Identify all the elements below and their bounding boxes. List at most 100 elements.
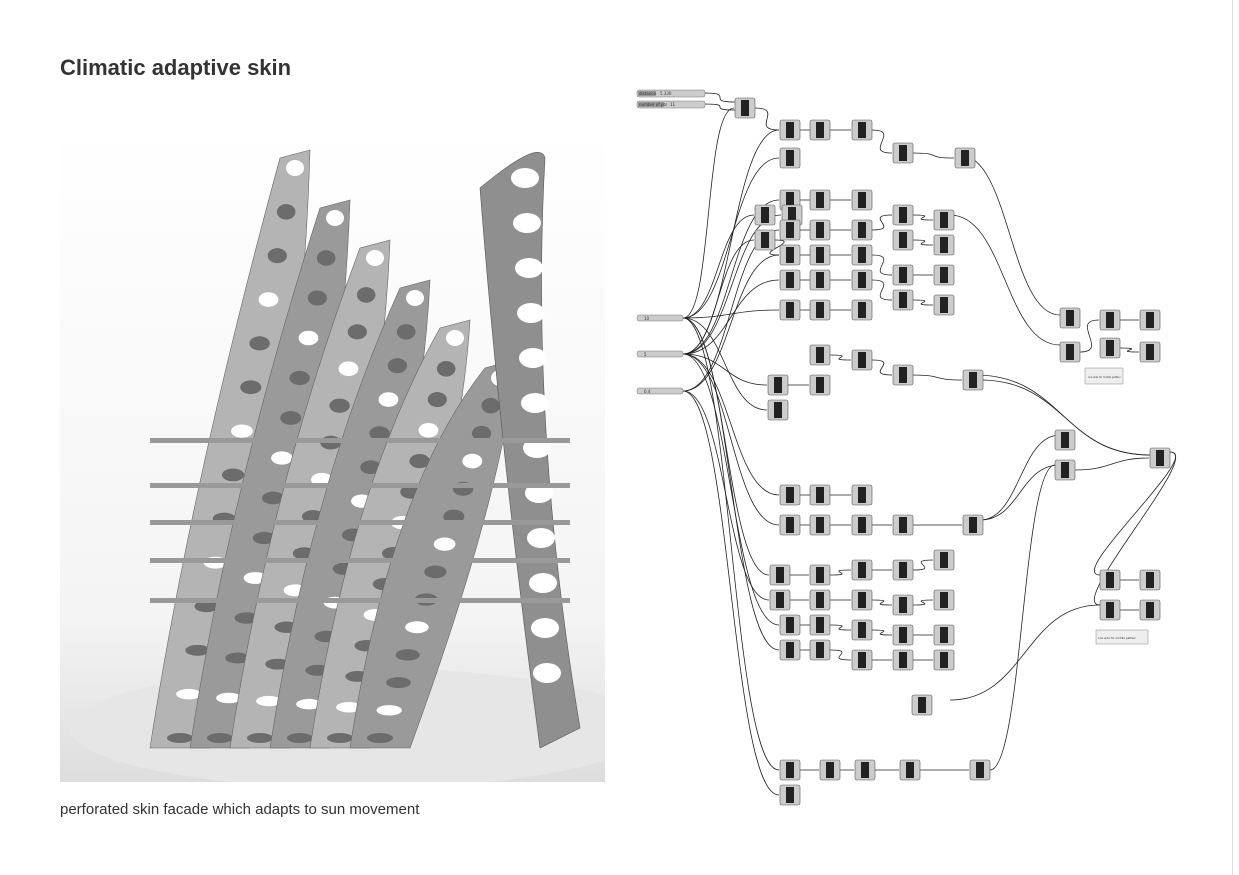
slider-left-1[interactable]: 10 bbox=[636, 314, 684, 322]
component-node[interactable] bbox=[809, 119, 831, 141]
wire bbox=[682, 353, 768, 386]
component-node[interactable] bbox=[1059, 307, 1081, 329]
component-node[interactable] bbox=[1139, 341, 1161, 363]
component-node[interactable] bbox=[809, 614, 831, 636]
component-node[interactable] bbox=[969, 759, 991, 781]
component-node[interactable] bbox=[809, 589, 831, 611]
component-node[interactable] bbox=[962, 514, 984, 536]
component-node[interactable] bbox=[769, 564, 791, 586]
component-node[interactable] bbox=[851, 189, 873, 211]
component-node[interactable] bbox=[1139, 599, 1161, 621]
component-node[interactable] bbox=[851, 219, 873, 241]
component-node[interactable] bbox=[962, 369, 984, 391]
component-node[interactable] bbox=[779, 514, 801, 536]
component-node[interactable] bbox=[892, 649, 914, 671]
component-node[interactable] bbox=[933, 649, 955, 671]
component-node[interactable] bbox=[779, 119, 801, 141]
component-node[interactable] bbox=[892, 204, 914, 226]
component-node[interactable] bbox=[779, 614, 801, 636]
component-node[interactable] bbox=[754, 229, 776, 251]
component-node[interactable] bbox=[767, 399, 789, 421]
component-node[interactable] bbox=[892, 559, 914, 581]
wire bbox=[704, 92, 736, 103]
slider-left-3[interactable]: 0.4 bbox=[636, 387, 684, 395]
component-node[interactable] bbox=[779, 639, 801, 661]
component-node[interactable] bbox=[851, 349, 873, 371]
component-node[interactable] bbox=[892, 364, 914, 386]
component-node[interactable] bbox=[851, 619, 873, 641]
component-node[interactable] bbox=[779, 219, 801, 241]
component-node[interactable] bbox=[767, 374, 789, 396]
component-node[interactable] bbox=[933, 294, 955, 316]
component-node[interactable] bbox=[1149, 447, 1171, 469]
slider-distance[interactable]: distance 5.330 bbox=[636, 89, 706, 98]
component-node[interactable] bbox=[779, 147, 801, 169]
component-node[interactable] bbox=[911, 694, 933, 716]
wire bbox=[682, 239, 755, 355]
component-node[interactable] bbox=[809, 564, 831, 586]
component-node[interactable] bbox=[899, 759, 921, 781]
component-node[interactable] bbox=[1099, 599, 1121, 621]
component-node[interactable] bbox=[892, 624, 914, 646]
component-node[interactable] bbox=[851, 559, 873, 581]
component-node[interactable] bbox=[933, 234, 955, 256]
component-node[interactable] bbox=[933, 624, 955, 646]
component-node[interactable] bbox=[809, 244, 831, 266]
component-node[interactable] bbox=[809, 344, 831, 366]
component-node[interactable] bbox=[819, 759, 841, 781]
component-node[interactable] bbox=[892, 594, 914, 616]
wire bbox=[979, 464, 1061, 521]
component-node[interactable] bbox=[851, 589, 873, 611]
component-node[interactable] bbox=[779, 759, 801, 781]
wire bbox=[974, 374, 1151, 456]
wire bbox=[871, 599, 893, 606]
component-node[interactable] bbox=[809, 514, 831, 536]
component-node[interactable] bbox=[892, 514, 914, 536]
component-node[interactable] bbox=[809, 269, 831, 291]
component-node[interactable] bbox=[892, 142, 914, 164]
component-node[interactable] bbox=[851, 484, 873, 506]
component-node[interactable] bbox=[892, 289, 914, 311]
component-node[interactable] bbox=[851, 514, 873, 536]
component-node[interactable] bbox=[933, 589, 955, 611]
component-node[interactable] bbox=[954, 147, 976, 169]
shelf-fin bbox=[150, 598, 570, 603]
component-node[interactable] bbox=[809, 219, 831, 241]
slider-number-of-pts[interactable]: number of pts 11 bbox=[636, 100, 706, 109]
slider-left-2[interactable]: 5 bbox=[636, 350, 684, 358]
component-node[interactable] bbox=[892, 264, 914, 286]
component-node[interactable] bbox=[851, 269, 873, 291]
component-node[interactable] bbox=[1059, 341, 1081, 363]
component-node[interactable] bbox=[851, 649, 873, 671]
component-node[interactable] bbox=[809, 299, 831, 321]
component-node[interactable] bbox=[1054, 459, 1076, 481]
component-node[interactable] bbox=[1054, 429, 1076, 451]
component-node[interactable] bbox=[809, 374, 831, 396]
component-node[interactable] bbox=[1099, 309, 1121, 331]
component-node[interactable] bbox=[809, 639, 831, 661]
component-node[interactable] bbox=[779, 784, 801, 806]
component-node[interactable] bbox=[851, 119, 873, 141]
component-node[interactable] bbox=[851, 244, 873, 266]
component-node[interactable] bbox=[769, 589, 791, 611]
component-node[interactable] bbox=[892, 229, 914, 251]
component-node[interactable] bbox=[779, 484, 801, 506]
component-node[interactable] bbox=[779, 244, 801, 266]
component-node[interactable] bbox=[1139, 309, 1161, 331]
component-node[interactable] bbox=[734, 97, 756, 119]
component-node[interactable] bbox=[854, 759, 876, 781]
note-panel-2[interactable]: one side for middle pattern bbox=[1095, 629, 1149, 645]
component-node[interactable] bbox=[933, 549, 955, 571]
component-node[interactable] bbox=[933, 209, 955, 231]
component-node[interactable] bbox=[1099, 569, 1121, 591]
component-node[interactable] bbox=[779, 269, 801, 291]
component-node[interactable] bbox=[779, 299, 801, 321]
component-node[interactable] bbox=[754, 204, 776, 226]
component-node[interactable] bbox=[1139, 569, 1161, 591]
component-node[interactable] bbox=[809, 189, 831, 211]
component-node[interactable] bbox=[1099, 337, 1121, 359]
note-panel-1[interactable]: one side for middle pattern bbox=[1084, 367, 1124, 385]
component-node[interactable] bbox=[851, 299, 873, 321]
component-node[interactable] bbox=[933, 264, 955, 286]
component-node[interactable] bbox=[809, 484, 831, 506]
